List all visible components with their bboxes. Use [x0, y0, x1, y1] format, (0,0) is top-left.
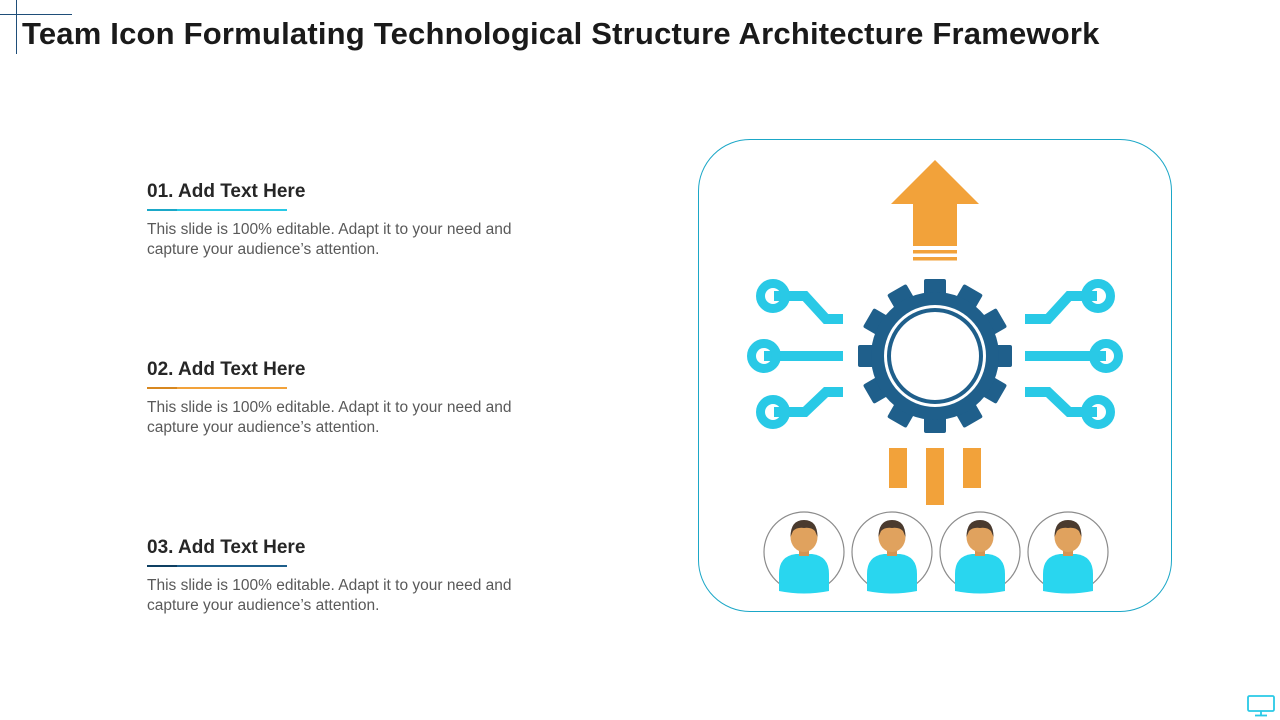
person-icon: [939, 511, 1021, 594]
item-body-line: capture your audience’s attention.: [147, 596, 380, 614]
gear-icon: [858, 279, 1012, 433]
person-icon: [1027, 511, 1109, 594]
item-body: This slide is 100% editable. Adapt it to…: [147, 220, 537, 259]
item-heading: 01. Add Text Here: [147, 181, 306, 202]
person-icon: [763, 511, 845, 594]
text-item-2: 02. Add Text Here This slide is 100% edi…: [147, 359, 537, 437]
corner-accent-vertical: [16, 0, 17, 54]
item-underline: [147, 387, 287, 389]
item-underline: [147, 565, 287, 567]
circuit-node-icon: [747, 279, 1123, 429]
text-item-3: 03. Add Text Here This slide is 100% edi…: [147, 537, 537, 615]
item-heading: 02. Add Text Here: [147, 359, 306, 380]
item-body-line: This slide is 100% editable. Adapt it to…: [147, 221, 512, 238]
text-item-1: 01. Add Text Here This slide is 100% edi…: [147, 181, 537, 259]
connector-bars: [889, 448, 981, 505]
icon-frame: [698, 139, 1172, 612]
monitor-icon[interactable]: [1247, 695, 1275, 717]
corner-accent-horizontal: [0, 14, 72, 15]
item-body-line: This slide is 100% editable. Adapt it to…: [147, 577, 512, 594]
item-heading: 03. Add Text Here: [147, 537, 306, 558]
up-arrow-icon: [891, 160, 979, 261]
item-body-line: capture your audience’s attention.: [147, 240, 380, 258]
person-icon: [851, 511, 933, 594]
item-underline: [147, 209, 287, 211]
item-body: This slide is 100% editable. Adapt it to…: [147, 398, 537, 437]
slide-title: Team Icon Formulating Technological Stru…: [22, 16, 1100, 51]
item-body: This slide is 100% editable. Adapt it to…: [147, 576, 537, 615]
item-body-line: This slide is 100% editable. Adapt it to…: [147, 399, 512, 416]
item-body-line: capture your audience’s attention.: [147, 418, 380, 436]
